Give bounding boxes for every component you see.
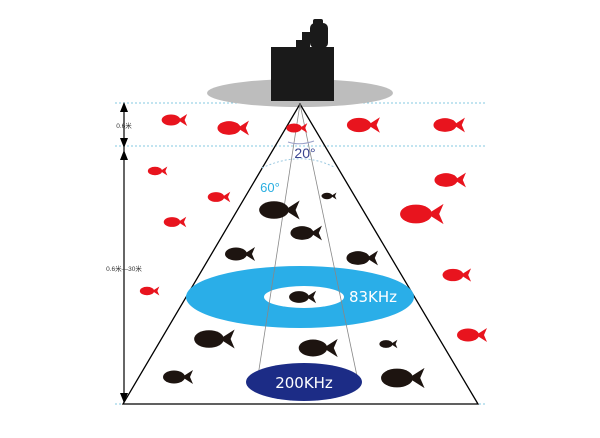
dark-fish: [194, 329, 235, 349]
fish-finder-device: [271, 19, 334, 101]
red-fish: [207, 191, 231, 203]
red-fish: [139, 286, 160, 296]
dark-fish: [321, 192, 337, 200]
dark-fish: [381, 367, 425, 389]
dark-fish: [298, 338, 338, 358]
depth-range-label: 0.6米—30米: [106, 264, 142, 273]
dark-fish: [379, 339, 398, 349]
wide-beam-cone: [121, 102, 480, 405]
red-fish: [163, 216, 187, 228]
dark-fish: [163, 370, 193, 384]
wide-beam-frequency-label: 83KHz: [349, 288, 397, 306]
dark-fish: [225, 247, 255, 261]
narrow-beam-right-edge: [299, 103, 358, 377]
red-fish: [147, 166, 168, 176]
red-fish: [217, 120, 249, 136]
red-fish: [346, 117, 380, 133]
wide-angle-label: 60°: [260, 180, 280, 195]
red-fish: [400, 203, 444, 225]
red-fish: [434, 172, 466, 188]
narrow-beam-left-edge: [257, 103, 301, 377]
dark-fish: [290, 225, 322, 241]
red-fish: [457, 328, 487, 342]
red-fish: [442, 268, 472, 282]
dark-fish: [259, 200, 300, 220]
dark-fish: [346, 250, 378, 266]
narrow-angle-arc: [287, 140, 315, 145]
red-fish: [433, 117, 465, 133]
red-fish: [161, 114, 188, 126]
narrow-beam-ellipse: [246, 363, 362, 401]
depth-ruler: [120, 102, 128, 403]
narrow-beam-frequency-label: 200KHz: [275, 374, 333, 392]
near-depth-label: 0.6米: [116, 121, 132, 130]
narrow-angle-label: 20°: [294, 145, 315, 161]
